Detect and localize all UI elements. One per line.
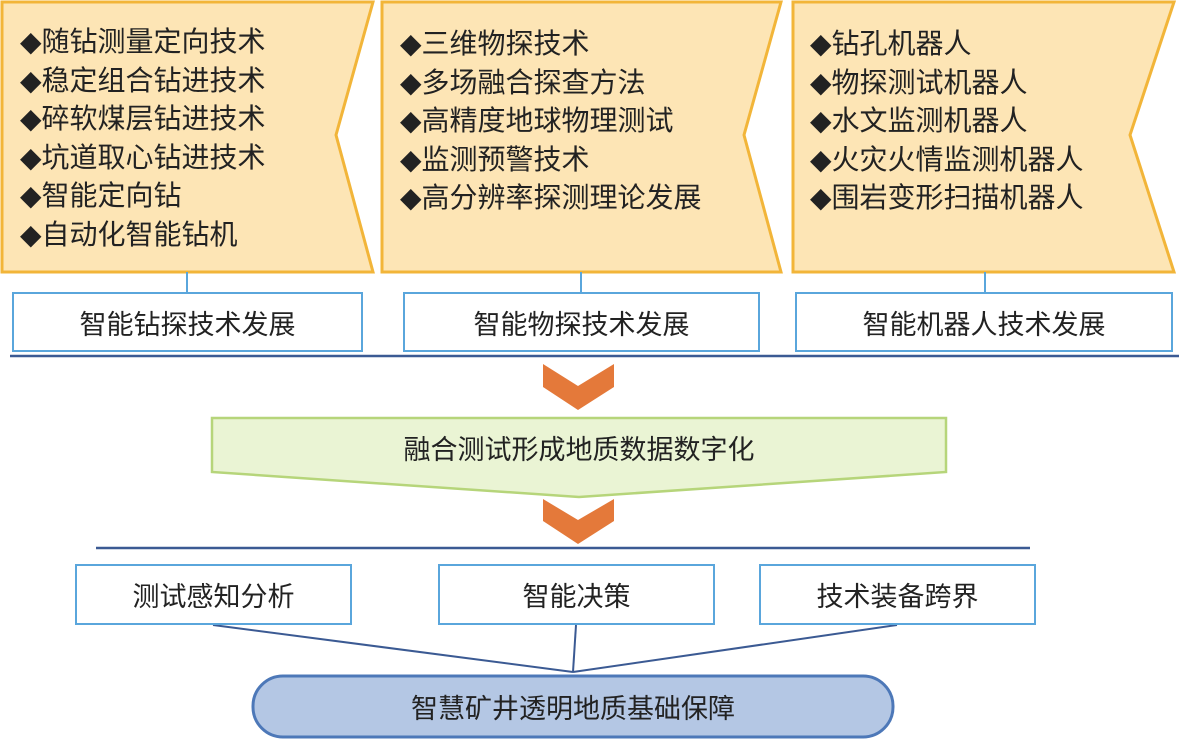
category-label: 智能机器人技术发展: [862, 309, 1106, 341]
banner-item: ◆碎软煤层钻进技术: [20, 102, 266, 135]
outcome-label: 智能决策: [522, 582, 631, 613]
outcome-label: 技术装备跨界: [816, 582, 979, 613]
banner-shape-geophysics: [380, 0, 783, 274]
banner-shape-drilling: [0, 0, 375, 274]
outcome-box-decision: 智能决策: [438, 564, 715, 625]
converge-line: [212, 624, 574, 673]
banner-item: ◆钻孔机器人: [810, 27, 972, 60]
category-box-geophysics: 智能物探技术发展: [403, 292, 760, 352]
banner-item: ◆随钻测量定向技术: [20, 25, 266, 58]
foundation-shape: [251, 674, 895, 739]
outcome-label: 测试感知分析: [132, 582, 295, 613]
banner-list-robotics: ◆钻孔机器人 ◆物探测试机器人 ◆水文监测机器人 ◆火灾火情监测机器人 ◆围岩变…: [810, 25, 1084, 218]
category-label: 智能钻探技术发展: [79, 309, 296, 341]
banner-list-drilling: ◆随钻测量定向技术 ◆稳定组合钻进技术 ◆碎软煤层钻进技术 ◆坑道取心钻进技术 …: [20, 23, 266, 254]
banner-item: ◆水文监测机器人: [810, 104, 1028, 137]
converge-line: [572, 624, 898, 673]
outcome-box-crossover: 技术装备跨界: [759, 564, 1036, 625]
banner-list-geophysics: ◆三维物探技术 ◆多场融合探查方法 ◆高精度地球物理测试 ◆监测预警技术 ◆高分…: [400, 25, 702, 218]
banner-item: ◆自动化智能钻机: [20, 217, 238, 251]
category-box-drilling: 智能钻探技术发展: [12, 292, 363, 352]
banner-item: ◆围岩变形扫描机器人: [810, 181, 1084, 214]
foundation-label: 智慧矿井透明地质基础保障: [253, 676, 893, 737]
chevron-down-icon: [543, 364, 614, 410]
converge-line: [572, 624, 577, 673]
banner-item: ◆高分辨率探测理论发展: [400, 181, 702, 214]
outcome-box-perception: 测试感知分析: [75, 564, 352, 625]
fusion-shape: [210, 416, 948, 499]
banner-item: ◆三维物探技术: [400, 27, 590, 60]
fusion-label: 融合测试形成地质数据数字化: [212, 418, 946, 476]
banner-item: ◆智能定向钻: [20, 179, 182, 212]
fusion-label-text: 融合测试形成地质数据数字化: [403, 434, 755, 466]
banner-item: ◆稳定组合钻进技术: [20, 63, 266, 97]
banner-item: ◆监测预警技术: [400, 142, 590, 176]
category-label: 智能物探技术发展: [473, 309, 690, 341]
banner-shape-robotics: [791, 0, 1177, 274]
banner-item: ◆多场融合探查方法: [400, 65, 646, 99]
banner-item: ◆坑道取心钻进技术: [20, 140, 266, 174]
banner-item: ◆物探测试机器人: [810, 65, 1028, 99]
category-box-robotics: 智能机器人技术发展: [795, 292, 1173, 352]
chevron-down-icon: [543, 499, 614, 544]
banner-item: ◆高精度地球物理测试: [400, 104, 674, 137]
banner-item: ◆火灾火情监测机器人: [810, 142, 1084, 176]
foundation-label-text: 智慧矿井透明地质基础保障: [411, 694, 735, 725]
